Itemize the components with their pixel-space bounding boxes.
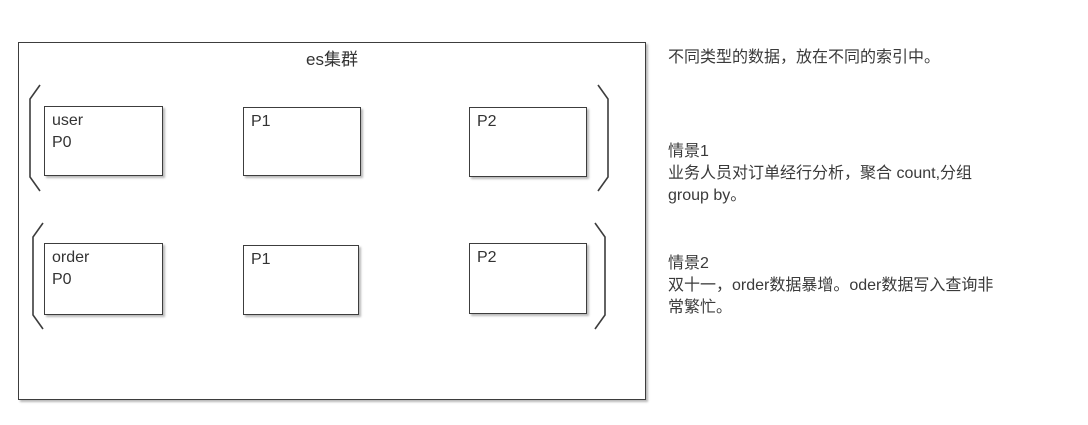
shard-box-order-p1: P1 [243,245,359,315]
cluster-title: es集群 [306,50,358,69]
shard-label: P1 [251,251,271,268]
scenario-1-title: 情景1 [668,143,709,160]
note-intro: 不同类型的数据，放在不同的索引中。 [668,49,941,66]
scenario-2-body: 双十一，order数据暴增。oder数据写入查询非 常繁忙。 [668,277,994,316]
shard-label: P1 [251,113,271,130]
left-bracket-icon [29,84,41,192]
shard-label: order P0 [52,249,90,288]
scenario-2-title: 情景2 [668,255,709,272]
scenario-1: 情景1 业务人员对订单经行分析，聚合 count,分组 group by。 [668,141,1082,207]
es-cluster-box [18,42,646,400]
right-bracket-icon [594,222,606,330]
scenario-2: 情景2 双十一，order数据暴增。oder数据写入查询非 常繁忙。 [668,253,1082,319]
shard-label: P2 [477,113,497,130]
shard-box-user-p2: P2 [469,107,587,177]
shard-box-order-p2: P2 [469,243,587,314]
shard-box-user-p0: user P0 [44,106,163,176]
shard-label: P2 [477,249,497,266]
right-bracket-icon [597,84,609,192]
shard-box-user-p1: P1 [243,107,361,176]
scenario-1-body: 业务人员对订单经行分析，聚合 count,分组 group by。 [668,165,973,204]
shard-label: user P0 [52,112,84,151]
shard-box-order-p0: order P0 [44,243,163,315]
left-bracket-icon [32,222,44,330]
